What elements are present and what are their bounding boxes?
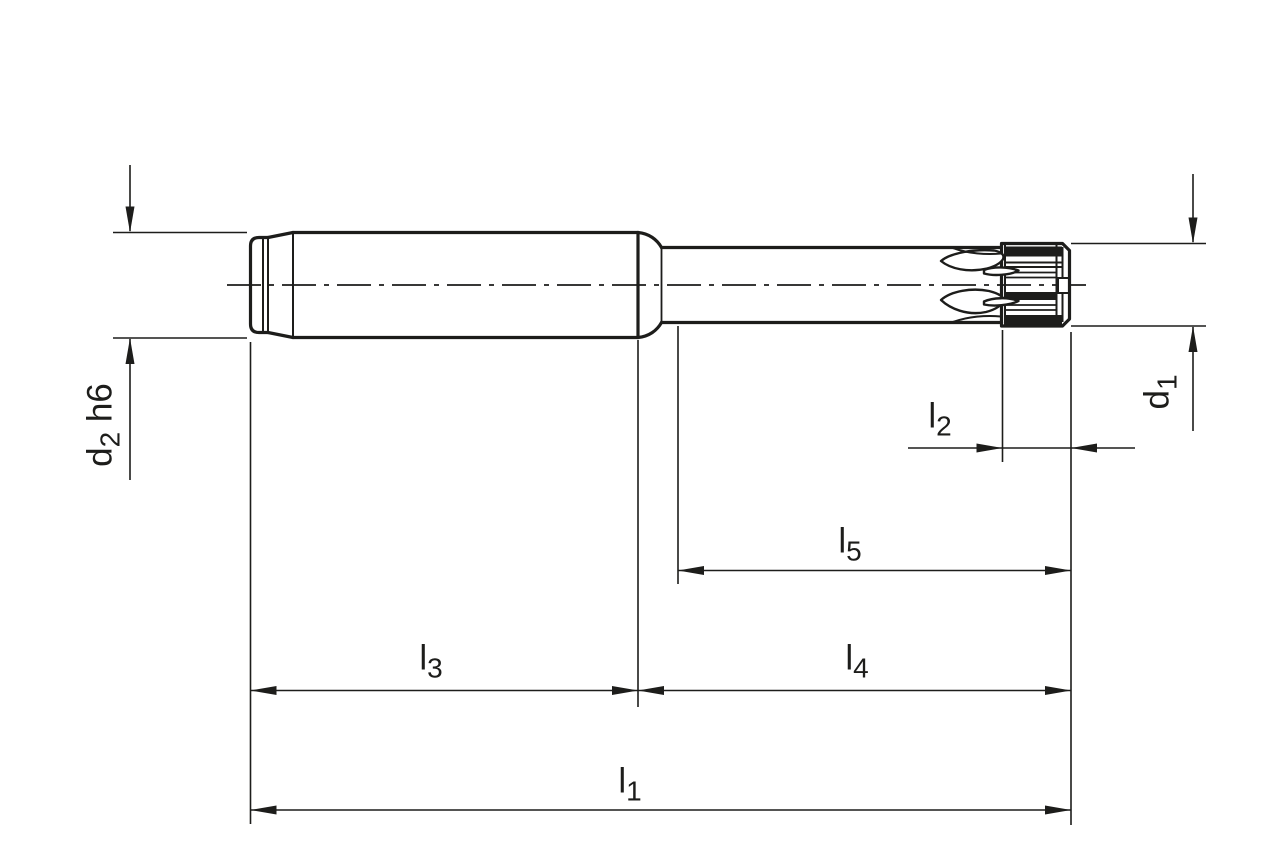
label-d1: d1	[1137, 374, 1183, 410]
dim-symbol: d	[1137, 390, 1177, 410]
dim-l2	[908, 443, 1135, 453]
dim-d2	[125, 165, 135, 480]
arrowhead-right	[612, 686, 638, 695]
dim-subscript: 2	[94, 431, 126, 448]
shank-chamfer-bottom	[266, 330, 295, 340]
neck-fillet-top	[636, 230, 664, 250]
dim-tolerance: h6	[80, 383, 120, 432]
tool-neck	[636, 230, 1004, 340]
dim-symbol: l	[845, 638, 854, 678]
arrowhead-left	[1071, 443, 1097, 453]
flute-land-band	[1005, 292, 1057, 300]
flute-sliver-lower	[982, 297, 1020, 307]
label-l4: l4	[845, 638, 868, 683]
dim-symbol: l	[838, 521, 847, 561]
arrowhead-right	[976, 443, 1003, 453]
extension-lines	[113, 231, 1206, 825]
dim-subscript: 2	[936, 410, 952, 442]
dim-subscript: 1	[626, 775, 642, 807]
dim-symbol: l	[419, 638, 428, 678]
dim-subscript: 1	[1151, 374, 1183, 391]
dim-symbol: l	[928, 396, 937, 436]
shank-chamfer-top	[266, 230, 295, 240]
arrowhead-down	[125, 206, 135, 233]
flute-land-band	[1005, 315, 1062, 326]
dim-symbol: d	[80, 447, 120, 467]
arrowhead-left	[638, 686, 664, 695]
flute-land-band	[1005, 246, 1062, 257]
arrowhead-left	[678, 566, 704, 575]
flute-sliver-upper	[982, 266, 1020, 277]
flute-scoop-upper	[939, 248, 1005, 272]
arrowhead-right	[1045, 805, 1071, 815]
arrowhead-up	[1188, 326, 1198, 352]
arrowhead-right	[1045, 566, 1071, 575]
dim-d1	[1188, 174, 1198, 431]
shank-end-cap	[248, 235, 270, 335]
label-l3: l3	[419, 638, 442, 683]
label-l2: l2	[928, 396, 951, 441]
dim-l1	[250, 805, 1071, 815]
arrowhead-left	[250, 805, 277, 815]
dim-subscript: 3	[427, 652, 443, 684]
head-outline	[999, 241, 1072, 328]
dim-l3-l4	[250, 686, 1071, 695]
arrowhead-left	[250, 686, 277, 695]
label-d2-h6: d2 h6	[80, 383, 126, 467]
dim-symbol: l	[618, 761, 627, 801]
label-l5: l5	[838, 521, 861, 566]
dim-l5	[678, 566, 1071, 575]
label-l1: l1	[618, 761, 641, 806]
arrowhead-up	[125, 338, 135, 364]
arrowhead-right	[1045, 686, 1071, 695]
flute-runout-bottom	[952, 314, 1002, 323]
dim-subscript: 4	[853, 652, 869, 684]
dim-subscript: 5	[846, 535, 862, 567]
head-tip-notch	[1057, 277, 1071, 294]
flutes	[939, 247, 1020, 323]
neck-fillet-bottom	[636, 320, 664, 340]
arrowhead-down	[1188, 217, 1198, 244]
tool-shank	[248, 230, 640, 340]
flute-runout-top	[952, 247, 1002, 256]
